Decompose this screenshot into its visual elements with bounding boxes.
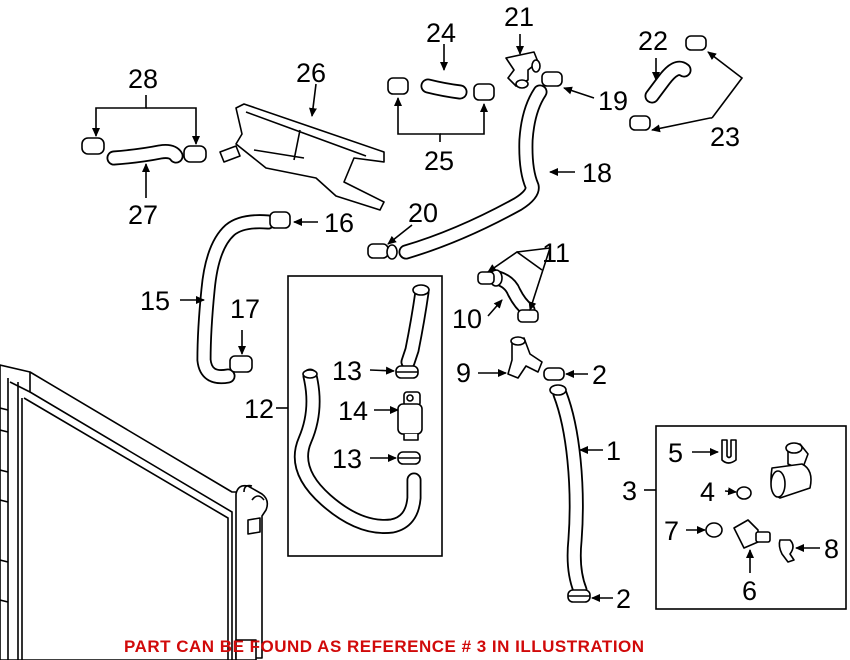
hose-22	[644, 60, 692, 104]
callout-19: 19	[598, 86, 628, 116]
hose-12-assembly	[294, 284, 430, 534]
callout-14: 14	[338, 396, 368, 426]
callout-18: 18	[582, 158, 612, 188]
callout-labels: 1 2 2 3 4 5 6 7 8 9 10 11 12 13 14 13 15…	[128, 2, 839, 614]
connector-3	[770, 442, 812, 499]
callout-21: 21	[504, 2, 534, 32]
clamp-11-right	[517, 309, 539, 323]
coolant-pump-14	[397, 391, 423, 441]
clip-5	[721, 439, 737, 464]
callout-17: 17	[230, 294, 260, 324]
hose-27	[106, 144, 184, 166]
hose-10	[489, 269, 536, 318]
hose-1	[549, 384, 588, 598]
callout-28: 28	[128, 64, 158, 94]
clamp-23-lower	[629, 115, 651, 131]
callout-8: 8	[824, 534, 839, 564]
clip-8	[778, 539, 795, 563]
clamp-13-upper	[395, 365, 419, 379]
clamp-28-left	[81, 137, 105, 155]
callout-2-upper: 2	[592, 360, 607, 390]
clamp-25-left	[387, 77, 409, 95]
callout-15: 15	[140, 286, 170, 316]
callout-1: 1	[606, 436, 621, 466]
clamp-2-upper	[543, 367, 565, 381]
callout-20: 20	[408, 198, 438, 228]
callout-6: 6	[742, 576, 757, 606]
leader-lines	[92, 34, 820, 602]
clamp-19	[541, 71, 563, 87]
group-box-12	[287, 275, 443, 557]
clamp-2-lower	[567, 589, 591, 603]
hose-15	[196, 214, 276, 385]
callout-5: 5	[668, 438, 683, 468]
callout-3: 3	[622, 476, 637, 506]
callout-12: 12	[244, 394, 274, 424]
callout-9: 9	[456, 358, 471, 388]
callout-10: 10	[452, 304, 482, 334]
radiator	[0, 364, 269, 660]
clamp-11-left	[477, 271, 495, 285]
sensor-6	[733, 519, 771, 549]
clamp-25-right	[473, 83, 495, 101]
callout-22: 22	[638, 26, 668, 56]
fitting-21	[505, 51, 541, 89]
clamp-23-upper	[685, 35, 707, 51]
hose-18	[398, 84, 548, 260]
o-ring-4	[736, 486, 752, 500]
clamp-16	[269, 211, 291, 229]
callout-2-lower: 2	[616, 584, 631, 614]
hose-24	[420, 78, 468, 100]
group-box-3	[655, 425, 847, 610]
clamp-17	[229, 355, 253, 373]
callout-16: 16	[324, 208, 354, 238]
callout-7: 7	[664, 516, 679, 546]
callout-27: 27	[128, 200, 158, 230]
tee-fitting-9	[507, 336, 543, 379]
clamp-20	[367, 243, 398, 260]
callout-25: 25	[424, 146, 454, 176]
callout-23: 23	[710, 122, 740, 152]
clamp-13-lower	[397, 451, 421, 465]
o-ring-7	[705, 522, 723, 538]
clamp-28-right	[183, 145, 207, 163]
callout-26: 26	[296, 58, 326, 88]
callout-13-upper: 13	[332, 356, 362, 386]
callout-11: 11	[542, 238, 570, 268]
callout-4: 4	[700, 477, 715, 507]
reference-caption: PART CAN BE FOUND AS REFERENCE # 3 IN IL…	[124, 637, 645, 656]
callout-13-lower: 13	[332, 444, 362, 474]
bracket-26	[219, 103, 385, 211]
callout-24: 24	[426, 18, 456, 48]
